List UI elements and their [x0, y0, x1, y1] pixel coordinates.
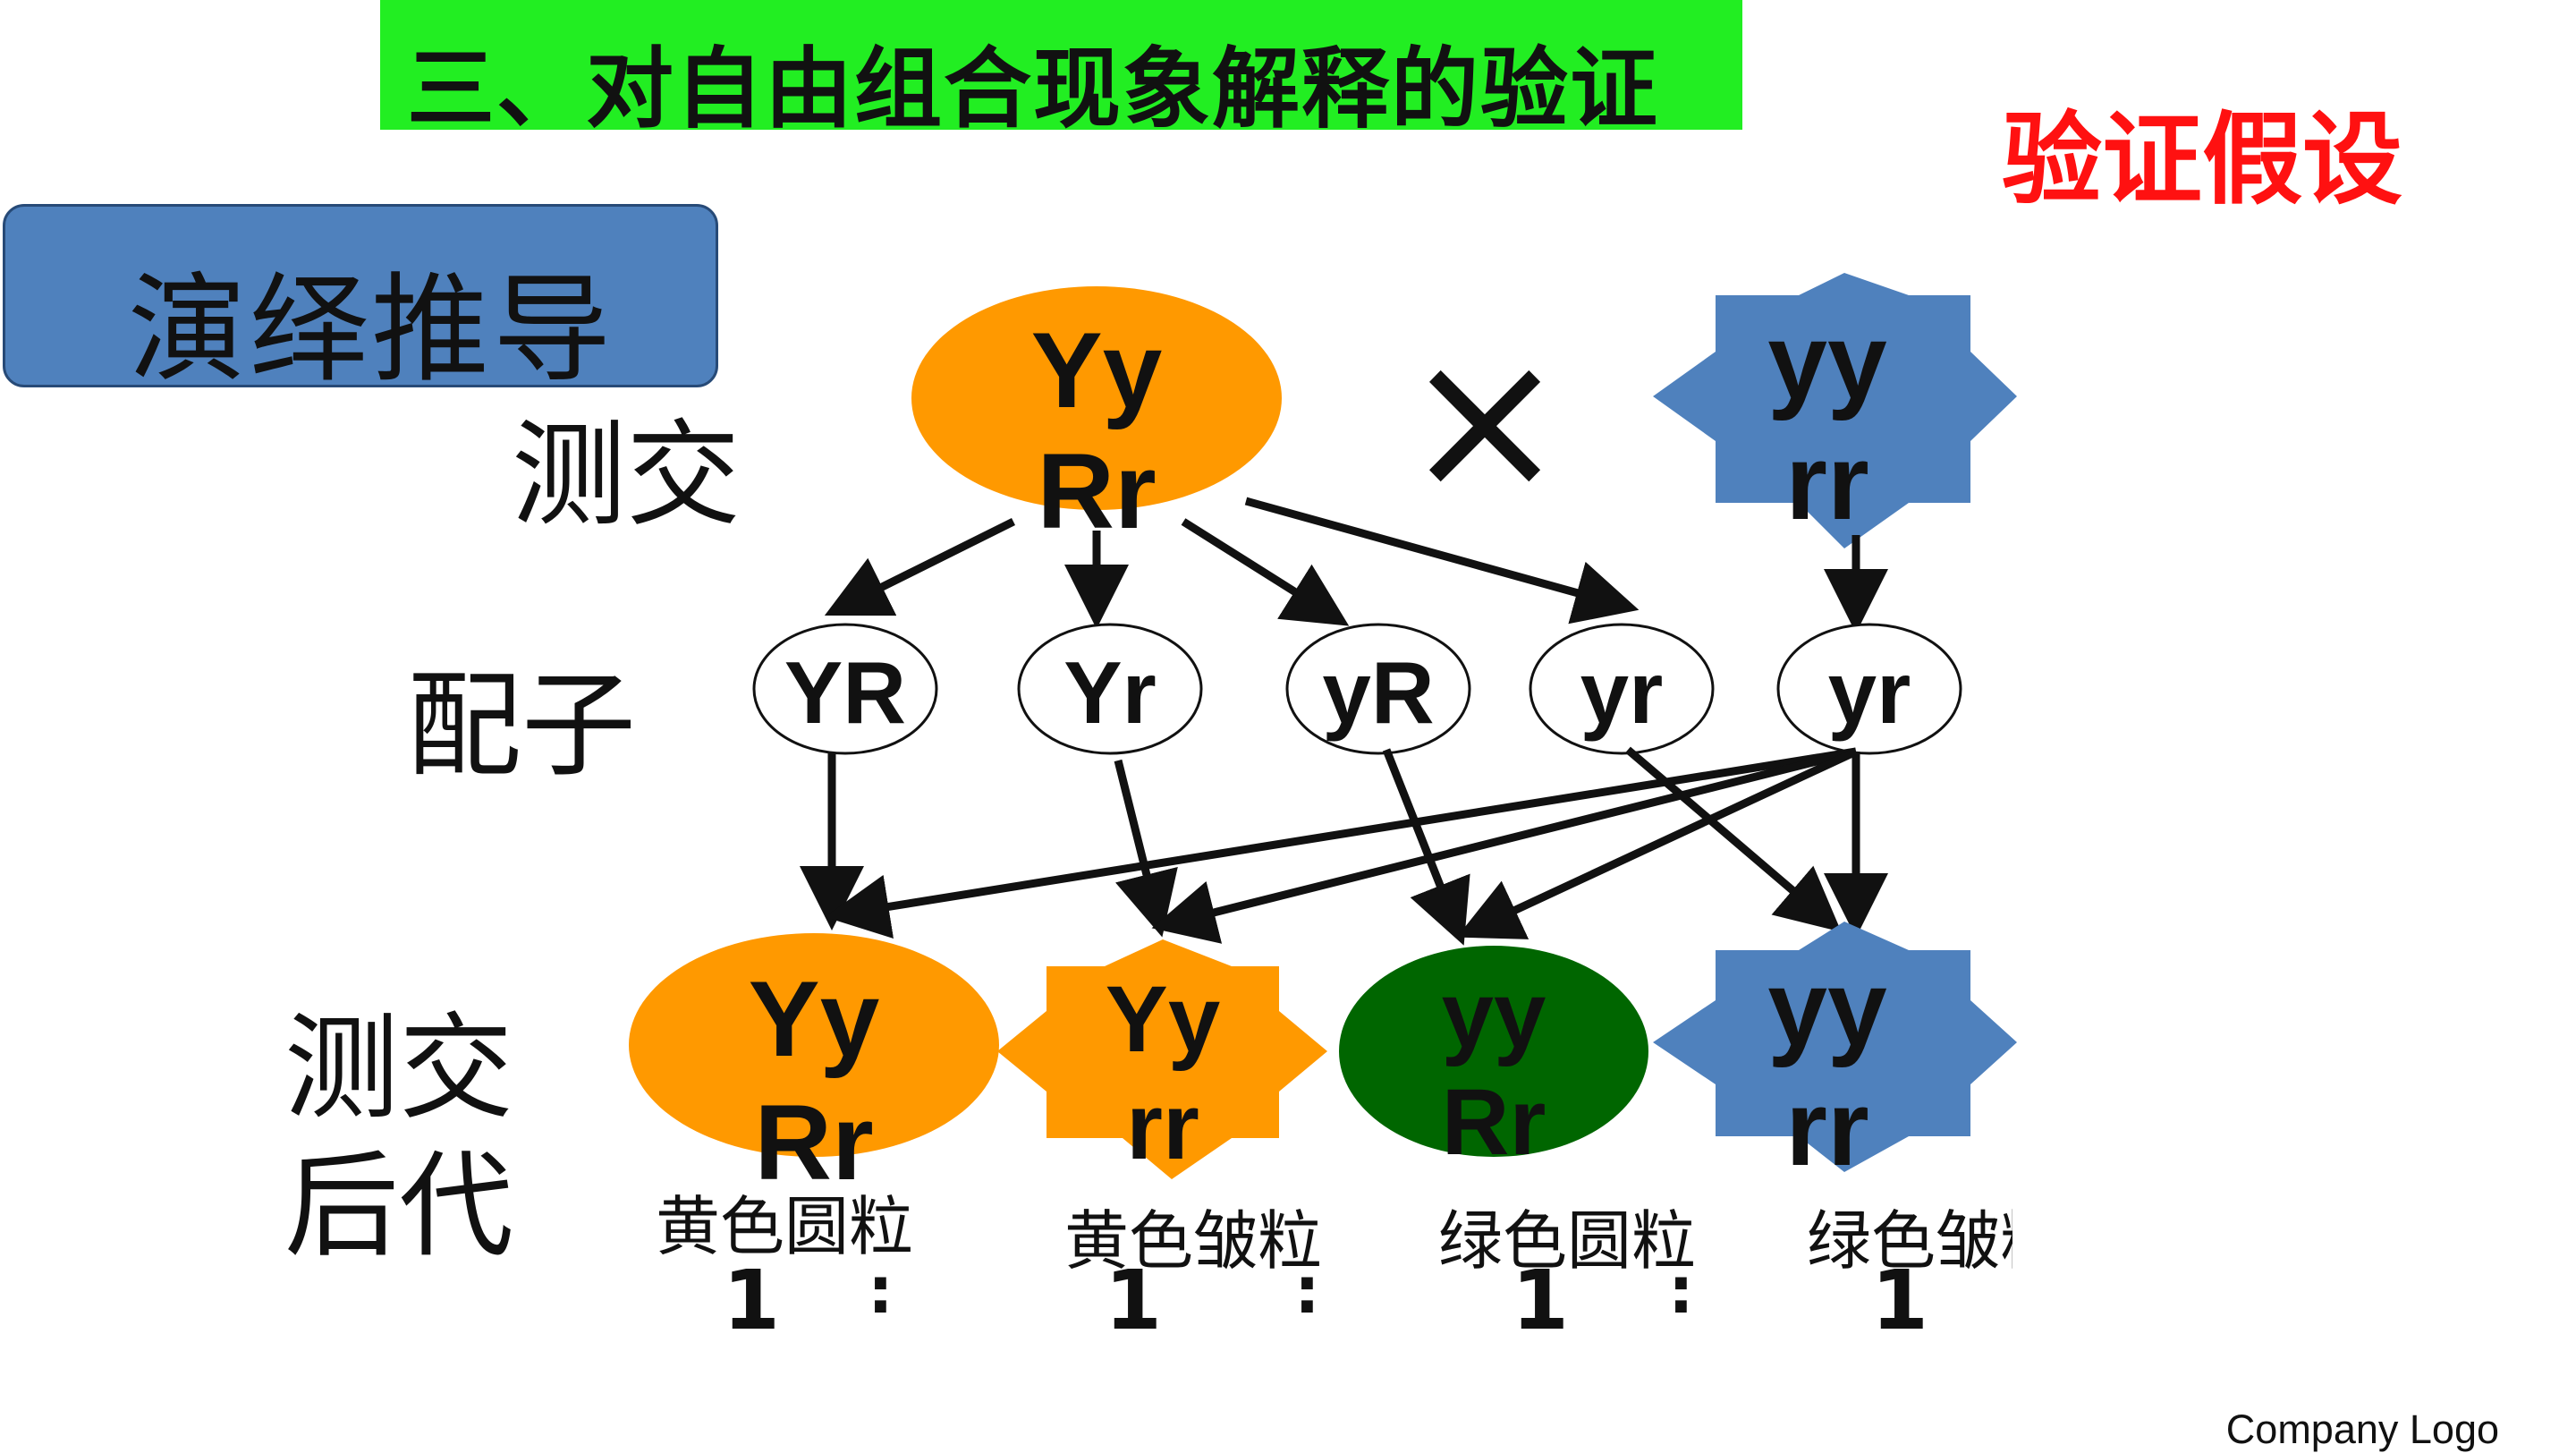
row-label-cross: 测交	[512, 409, 741, 542]
gamete-label: yr	[1580, 643, 1664, 742]
offspring-genotype-line1: Yy	[1106, 967, 1220, 1072]
gamete-ellipse	[1529, 623, 1715, 755]
row-label-gametes: 配子	[407, 659, 637, 793]
title-bar	[380, 0, 1742, 130]
ratio-value: 1	[1512, 1253, 1570, 1348]
gamete-row: YR Yr yR yr yr	[752, 623, 1962, 755]
offspring-star-yellow-wrinkled	[997, 939, 1327, 1179]
parent-dominant-line1: Yy	[1031, 310, 1163, 430]
parent-recessive-line2: rr	[1785, 422, 1868, 542]
offspring-ellipse-yellow-round	[629, 933, 999, 1157]
parent-to-gamete-arrows	[824, 497, 1888, 633]
gamete-label: Yr	[1063, 643, 1157, 742]
gamete-ellipse	[752, 623, 938, 755]
offspring-genotype-line1: yy	[1442, 963, 1546, 1067]
ratio-value: 1	[1105, 1253, 1163, 1348]
offspring-genotype-line1: Yy	[749, 959, 880, 1079]
deduction-box	[3, 204, 718, 387]
hypothesis-label: 验证假设	[2002, 102, 2402, 218]
phenotype-label: 黄色皱粒	[1064, 1203, 1323, 1279]
arrow-parent-to-gamete-yr	[1244, 497, 1640, 625]
row-label-offspring-2: 后代	[284, 1140, 514, 1273]
company-logo: Company Logo	[2225, 1406, 2499, 1452]
ratio-value: 1	[1871, 1253, 1929, 1348]
offspring-genotype-line2: rr	[1126, 1075, 1199, 1179]
offspring-genotype-line2: Rr	[1442, 1070, 1546, 1175]
gamete-label: YR	[784, 643, 906, 742]
gamete-ellipse	[1017, 623, 1203, 755]
arrow-parent-to-gamete-YR	[824, 517, 1016, 616]
cross-symbol: ×	[1402, 305, 1567, 534]
offspring-star-green-wrinkled	[1653, 922, 2017, 1172]
arrow-yr-to-offspring-4	[1625, 746, 1842, 932]
row-label-offspring-1: 测交	[284, 1002, 514, 1135]
offspring-genotype-line2: Rr	[754, 1083, 873, 1202]
arrow-recessive-yr-to-offspring-1	[825, 747, 1857, 939]
ratio-value: 1	[723, 1253, 781, 1348]
deduction-label: 演绎推导	[128, 261, 614, 399]
parent-recessive-star	[1653, 273, 2017, 548]
gamete-ellipse	[1776, 623, 1962, 755]
arrow-Yr-to-offspring-2	[1114, 759, 1178, 938]
phenotype-label: 绿色圆粒	[1438, 1203, 1697, 1279]
arrow-recessive-yr-to-offspring-2	[1151, 747, 1858, 944]
parent-recessive-line1: yy	[1767, 302, 1887, 421]
arrow-parent-to-gamete-yR	[1181, 518, 1350, 626]
gamete-label: yR	[1322, 643, 1434, 742]
phenotype-label: 黄色圆粒	[656, 1189, 914, 1264]
arrow-yR-to-offspring-3	[1382, 748, 1470, 946]
ratio-separator: :	[868, 1253, 894, 1328]
ratio-separator: :	[1294, 1253, 1320, 1328]
ratio-separator: :	[1668, 1253, 1694, 1328]
offspring-genotype-line2: rr	[1785, 1068, 1868, 1188]
offspring-genotype-line1: yy	[1767, 948, 1887, 1068]
parent-dominant-ellipse	[911, 286, 1282, 510]
arrow-recessive-yr-to-offspring-3	[1456, 747, 1858, 939]
page-title: 三、对自由组合现象解释的验证	[407, 38, 1660, 140]
gamete-to-offspring-arrows	[800, 746, 1888, 946]
gamete-label: yr	[1828, 643, 1911, 742]
phenotype-label: 绿色皱粒	[1807, 1203, 2012, 1279]
offspring-ellipse-green-round	[1339, 946, 1648, 1157]
gamete-ellipse	[1285, 623, 1471, 755]
